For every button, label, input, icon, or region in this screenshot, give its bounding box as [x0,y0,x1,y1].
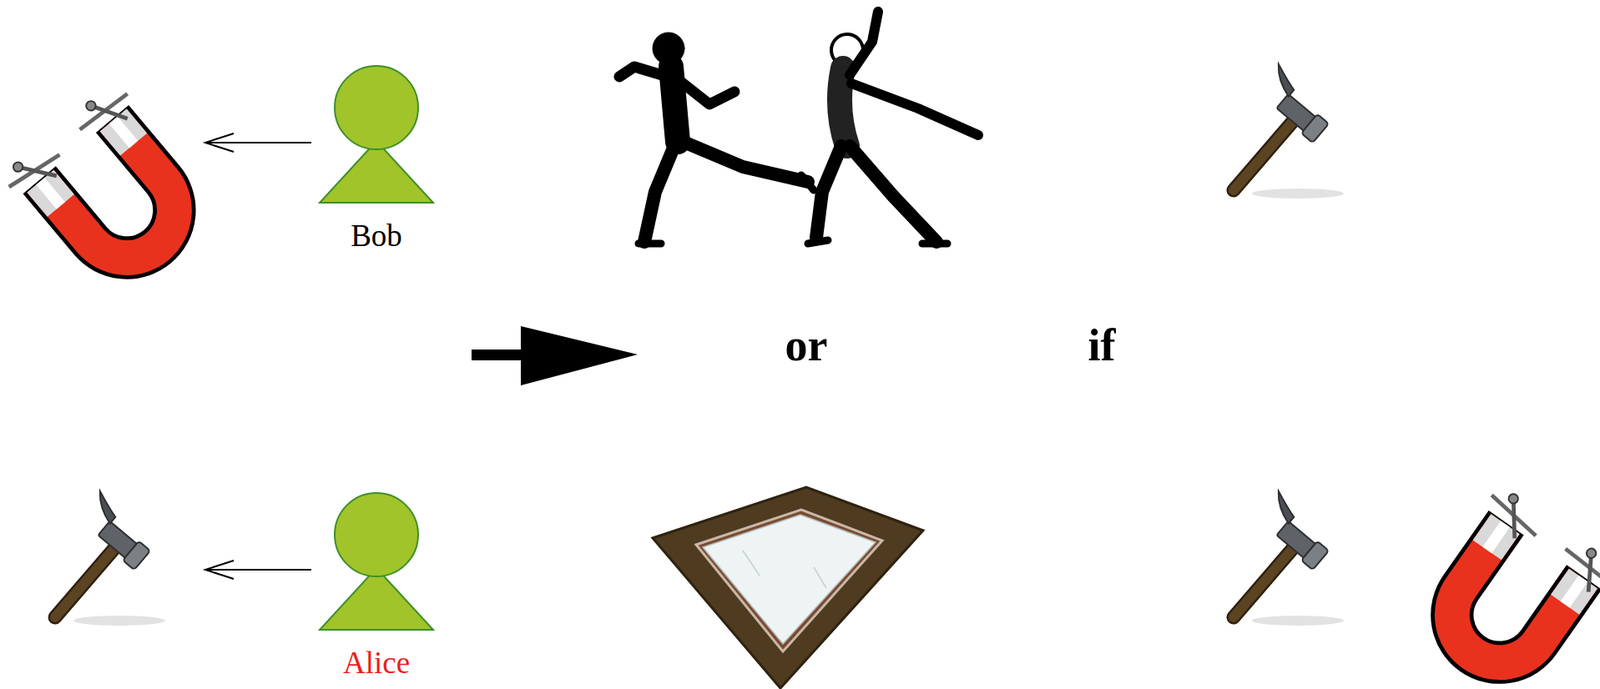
person-body [319,568,434,631]
person-node: Alice [317,491,435,686]
figure-shoe [922,240,948,248]
frame-border [652,487,924,689]
figure-arm [851,83,979,136]
figure-leg [849,146,937,243]
person-shape [317,491,435,634]
figure-shoe [801,175,814,191]
figure-arm [619,66,668,77]
hammer-shape [55,491,166,626]
arrow-shaft [205,569,312,571]
hammer-icon [55,491,166,626]
hammer-icon [1233,491,1344,626]
figure-arm [677,79,735,105]
glass-glint [813,567,827,589]
magnet-icon [0,79,216,296]
connector-word: if [1088,319,1116,372]
glass-glint [742,550,760,576]
hammer-shape [1233,491,1344,626]
person-body [319,141,434,203]
picture-frame [652,487,924,689]
magnet-shape [1410,484,1600,689]
figure-arm [849,11,879,76]
figure-leg [644,141,677,243]
person-name: Bob [317,219,435,254]
arrow-head [205,560,234,580]
implies-arrow [471,326,638,386]
arrow-head [520,326,638,386]
person-shape [317,64,435,207]
arrow-shaft [205,141,312,144]
pointer-arrow [205,560,312,580]
hammer-shape [1233,64,1344,199]
figure-leg [679,140,808,182]
figure-shoe [638,240,662,248]
hammer-icon [1233,64,1344,199]
person-head [334,65,419,150]
person-node: Bob [317,64,435,258]
arrow-head [205,133,234,152]
frame-mat [696,509,883,652]
magnet-icon [1410,484,1600,689]
figure-body [839,68,848,147]
connector-word: or [785,319,828,372]
magnet-shape [0,79,216,296]
fight-illustration [619,11,979,244]
person-name: Alice [317,646,435,682]
frame-glass [702,514,876,645]
figure-leg [816,146,842,238]
person-head [334,493,419,577]
arrow-shaft [471,349,525,361]
figure-shoe [807,240,828,244]
pointer-arrow [205,133,312,152]
